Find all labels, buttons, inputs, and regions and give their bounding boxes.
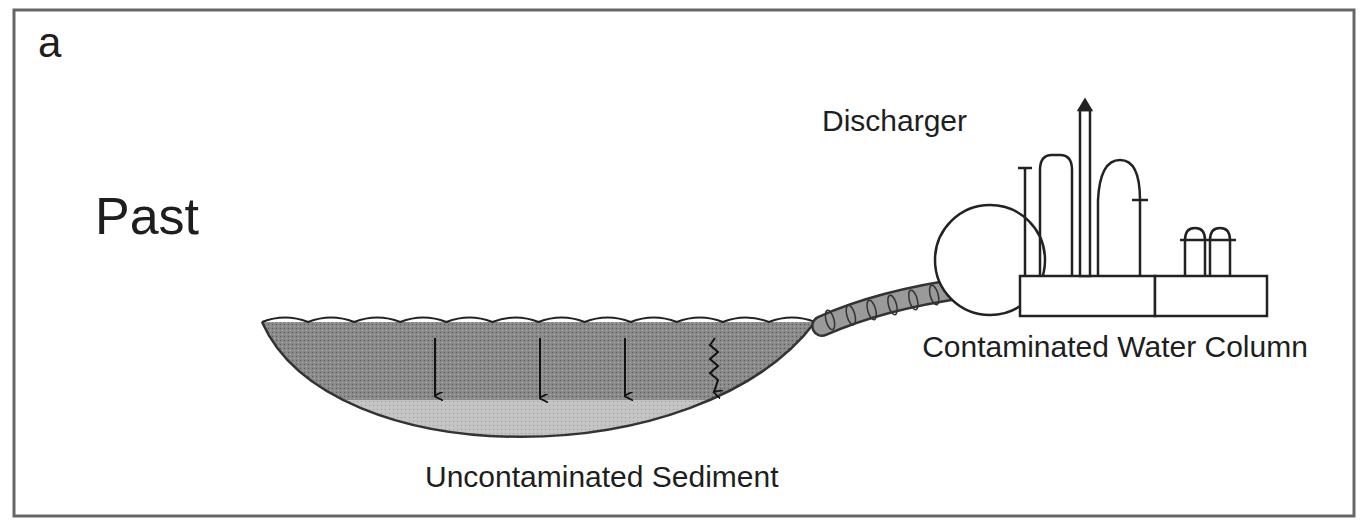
basin-outline [262,322,815,437]
sediment-label: Uncontaminated Sediment [425,460,779,493]
panel-letter: a [38,20,61,66]
factory [935,100,1267,316]
water-label: Contaminated Water Column [895,330,1335,363]
source-label: Discharger [822,104,967,137]
outfall-pipe [822,288,965,326]
time-label: Past [95,188,199,245]
frame [14,10,1354,516]
settling-arrows [435,338,718,398]
water-surface [262,318,815,323]
